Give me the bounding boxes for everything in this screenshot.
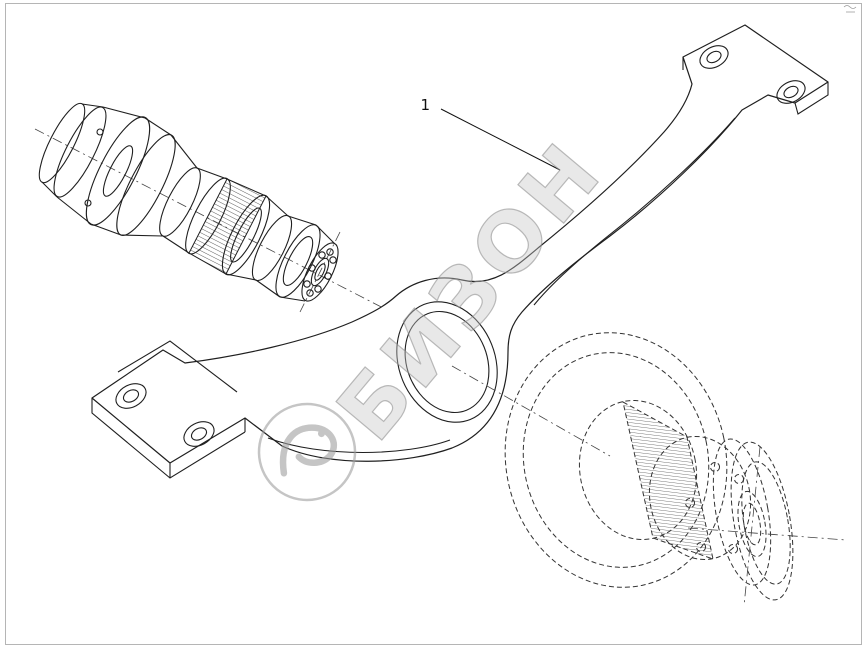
pulley-assembly <box>504 332 847 607</box>
callout-leader-line <box>440 108 561 171</box>
flange-hole <box>84 199 92 207</box>
callout-1[interactable]: 1 <box>420 96 561 171</box>
threaded-drum <box>622 401 714 560</box>
shaft-assembly <box>34 102 429 332</box>
bearing-bolt-circle <box>303 248 337 297</box>
callout-label[interactable]: 1 <box>420 96 430 114</box>
flange-hole <box>96 128 104 136</box>
bison-circle-logo-icon <box>257 402 357 502</box>
pulley-bolt-holes <box>685 462 744 554</box>
drawing-frame <box>5 3 862 645</box>
support-bracket <box>91 24 829 479</box>
corner-mark <box>843 5 857 13</box>
bracket-mounting-holes <box>115 45 806 447</box>
bracket-silhouette <box>91 24 829 464</box>
pulley-bore <box>737 490 767 558</box>
bracket-bore <box>396 301 498 423</box>
